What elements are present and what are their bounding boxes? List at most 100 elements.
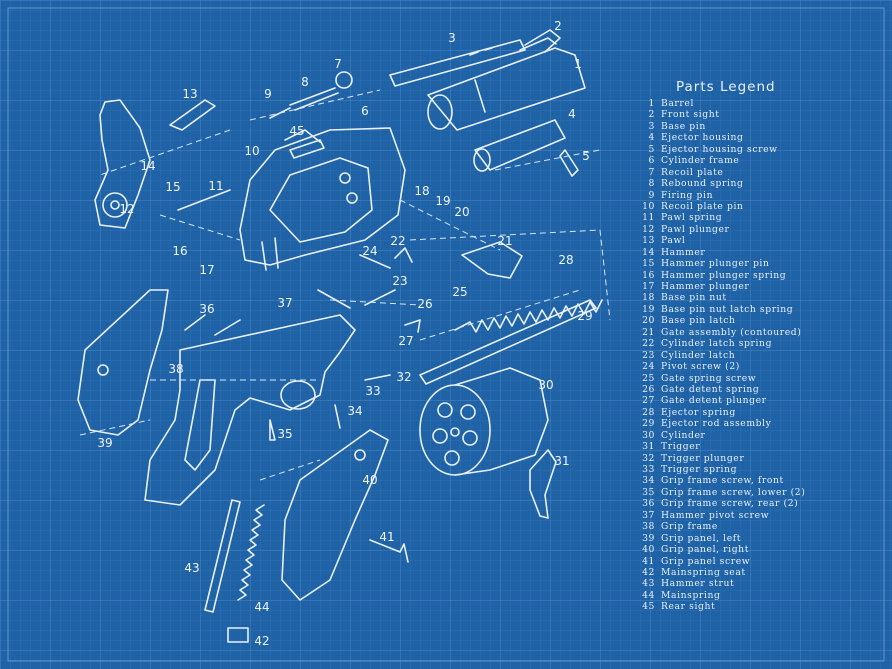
legend-item-number: 28	[642, 406, 655, 418]
callout-labels: 1234567891011121314151617181920212223242…	[97, 19, 592, 648]
callout-number: 10	[244, 144, 259, 158]
callout-number: 33	[365, 384, 380, 398]
legend-item-number: 1	[648, 98, 655, 109]
callout-number: 7	[334, 57, 342, 71]
legend-item-name: Trigger spring	[661, 464, 738, 475]
legend-item-name: Pawl spring	[661, 212, 723, 224]
legend-item-number: 33	[642, 464, 655, 475]
callout-number: 8	[301, 75, 309, 89]
legend-item-number: 34	[642, 475, 655, 487]
legend-item-name: Ejector rod assembly	[661, 418, 772, 430]
legend-item: 7 Recoil plate	[640, 167, 885, 178]
rear-sight-part	[289, 139, 325, 159]
legend-item-name: Rear sight	[661, 601, 716, 613]
callout-number: 44	[254, 600, 269, 614]
callout-number: 45	[289, 124, 304, 138]
callout-number: 43	[184, 561, 199, 575]
legend-item-number: 37	[642, 509, 655, 521]
cylinder-part	[419, 367, 549, 476]
callout-number: 42	[254, 634, 269, 648]
legend-item-number: 14	[642, 246, 655, 258]
legend-item-number: 17	[642, 281, 655, 292]
callout-number: 15	[165, 180, 180, 194]
front-sight-part	[524, 29, 561, 53]
legend-item-number: 41	[642, 555, 655, 567]
legend-item-name: Front sight	[661, 109, 720, 121]
legend-item-number: 25	[642, 372, 655, 384]
legend-item-number: 13	[642, 235, 655, 247]
callout-number: 32	[396, 370, 411, 384]
legend-item-number: 10	[642, 200, 655, 212]
callout-number: 12	[119, 202, 134, 216]
legend-item-name: Pivot screw (2)	[661, 361, 740, 373]
legend-item-number: 44	[642, 589, 655, 601]
legend-item-name: Ejector housing	[661, 132, 744, 144]
legend-item-name: Base pin latch	[661, 315, 736, 327]
callout-number: 18	[414, 184, 429, 198]
callout-number: 23	[392, 274, 407, 288]
callout-number: 31	[554, 454, 569, 468]
legend-item-name: Recoil plate pin	[661, 200, 744, 212]
legend-item-name: Gate detent plunger	[661, 395, 767, 407]
trigger-plunger-part	[364, 374, 391, 381]
legend-item-number: 43	[642, 578, 655, 590]
callout-number: 5	[582, 149, 590, 163]
legend-item-number: 21	[642, 326, 655, 338]
legend-item-number: 38	[642, 521, 655, 533]
callout-number: 36	[199, 302, 214, 316]
legend-item-number: 35	[642, 486, 655, 498]
pawl-spring-part	[177, 189, 231, 211]
legend-item-name: Grip panel, left	[661, 532, 742, 544]
legend-item-name: Grip frame screw, rear (2)	[661, 498, 799, 510]
callout-number: 34	[347, 404, 362, 418]
legend-item-number: 42	[642, 566, 655, 578]
callout-number: 11	[208, 179, 223, 193]
legend-item-number: 2	[648, 109, 655, 121]
mainspring-part	[237, 504, 265, 601]
legend-item-name: Barrel	[661, 98, 694, 109]
cylinder-latch-spring-part	[394, 247, 413, 263]
callout-number: 21	[497, 234, 512, 248]
callout-number: 27	[398, 334, 413, 348]
grip-frame-screw-rear-part	[184, 314, 241, 336]
base-pin-part	[389, 39, 526, 87]
legend-item: 33 Trigger spring	[640, 464, 885, 475]
legend-item-name: Base pin nut latch spring	[661, 303, 794, 315]
callout-number: 41	[379, 530, 394, 544]
hammer-pivot-screw-part	[317, 289, 351, 309]
ejector-housing-part	[473, 119, 579, 177]
callout-number: 30	[538, 378, 553, 392]
legend-item-number: 32	[642, 452, 655, 464]
legend-item-number: 7	[648, 166, 655, 178]
gate-detent-plunger-part	[404, 319, 421, 333]
legend-item-name: Gate assembly (contoured)	[661, 326, 802, 338]
legend-item-number: 29	[642, 418, 655, 430]
legend-item-number: 22	[642, 338, 655, 350]
legend-item-name: Recoil plate	[661, 166, 724, 178]
callout-number: 25	[452, 285, 467, 299]
legend-item-number: 26	[642, 383, 655, 395]
grip-frame-screw-lower-part	[269, 419, 276, 441]
legend-item-name: Grip frame screw, lower (2)	[661, 486, 806, 498]
